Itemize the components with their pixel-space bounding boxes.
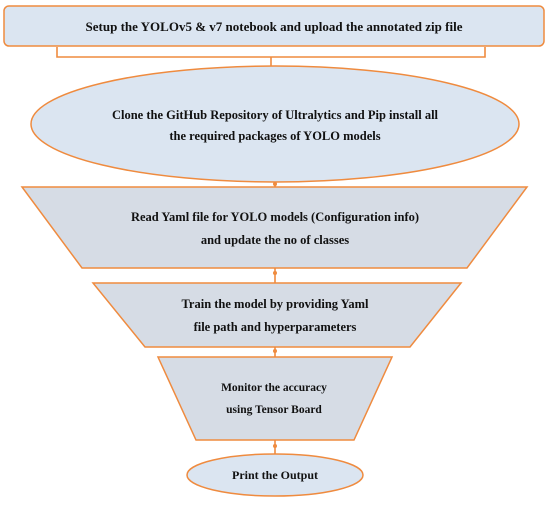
step-train-label-line1: Train the model by providing Yaml	[182, 297, 369, 311]
step-read-yaml-label-line1: Read Yaml file for YOLO models (Configur…	[131, 210, 419, 224]
step-output-ellipse	[186, 453, 364, 497]
step-setup-label: Setup the YOLOv5 & v7 notebook and uploa…	[86, 19, 463, 34]
step-clone-ellipse	[30, 65, 520, 183]
setup-brace	[56, 47, 486, 58]
step-monitor-trapezoid	[156, 356, 394, 441]
step-setup-box	[3, 5, 545, 47]
connector-dot	[273, 182, 277, 186]
step-clone-label-line1: Clone the GitHub Repository of Ultralyti…	[112, 108, 439, 122]
step-monitor-label-line1: Monitor the accuracy	[221, 382, 327, 394]
step-train-label-line2: file path and hyperparameters	[194, 320, 357, 334]
step-read-yaml-trapezoid	[20, 186, 529, 269]
connector-dot	[273, 349, 277, 353]
connector-dot	[273, 444, 277, 448]
step-clone-label-line2: the required packages of YOLO models	[169, 129, 380, 143]
step-read-yaml-label-line2: and update the no of classes	[201, 233, 349, 247]
step-output-label: Print the Output	[232, 468, 318, 482]
step-monitor-label-line2: using Tensor Board	[226, 404, 322, 416]
step-train-trapezoid	[91, 282, 463, 348]
connector-dot	[273, 271, 277, 275]
